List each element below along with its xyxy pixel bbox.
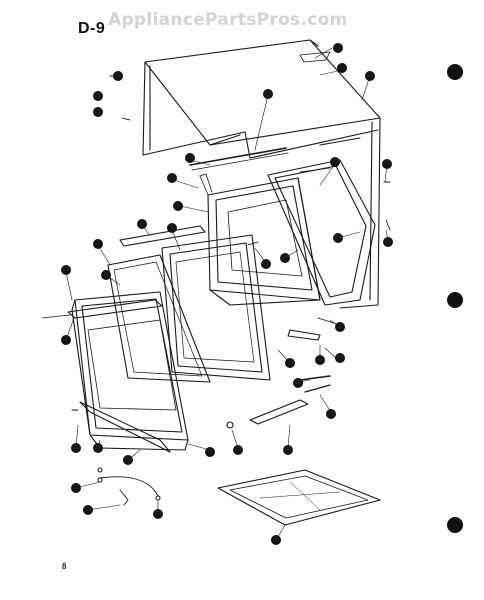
- callout-number: 3: [74, 485, 78, 491]
- callout-number: 13: [169, 175, 176, 181]
- bottom-trim: [79, 401, 171, 453]
- leader-lines: [65, 47, 389, 541]
- callout: 31: [83, 505, 93, 515]
- callout-number: 5: [286, 447, 290, 453]
- callout: 13: [167, 173, 177, 183]
- callout-number: 24: [125, 457, 132, 463]
- callout-number: 18: [115, 73, 122, 79]
- callout: 21: [326, 409, 336, 419]
- callout-number: 5: [208, 449, 212, 455]
- callout-number: 20: [295, 380, 302, 386]
- callout: 17: [61, 265, 71, 275]
- callout-number: 30: [155, 511, 162, 517]
- hinge-assembly: [226, 317, 341, 429]
- callout-number: 23: [95, 445, 102, 451]
- callout: 19: [261, 259, 271, 269]
- callout: 28: [365, 71, 375, 81]
- callout: 18: [335, 353, 345, 363]
- callout: 4: [93, 239, 103, 249]
- wiring-harness: [97, 467, 161, 506]
- callout-number: 11: [317, 357, 324, 363]
- callout: 6: [173, 201, 183, 211]
- callout-number: 2: [140, 221, 144, 227]
- callout: 36: [333, 233, 343, 243]
- binder-hole-top: [447, 64, 463, 80]
- callout-number: 28: [367, 73, 374, 79]
- page-label: D-9: [78, 20, 106, 37]
- door-handle: [41, 299, 163, 319]
- callout: 16: [383, 237, 393, 247]
- callout: 25: [271, 535, 281, 545]
- callout: 20: [293, 378, 303, 388]
- callout: 9: [101, 270, 111, 280]
- callout: 23: [93, 443, 103, 453]
- binder-holes: [447, 64, 463, 533]
- callout: 3: [71, 483, 81, 493]
- callout: 10: [185, 153, 195, 163]
- callout-number: 21: [95, 93, 102, 99]
- callout-number: 12: [337, 324, 344, 330]
- callout: 15: [280, 253, 290, 263]
- callout-number: 26: [235, 447, 242, 453]
- oven-liner: [199, 173, 321, 306]
- inner-door-frame: [161, 234, 271, 381]
- callout-number: 6: [176, 203, 180, 209]
- callout: 12: [335, 322, 345, 332]
- callout: 8: [330, 157, 340, 167]
- callout: 11: [315, 355, 325, 365]
- callout: 22: [71, 443, 81, 453]
- drip-tray: [217, 469, 381, 526]
- callout-number: 4: [96, 241, 100, 247]
- callout: 29: [382, 159, 392, 169]
- callout: 12: [263, 89, 273, 99]
- callout-number: 22: [73, 445, 80, 451]
- binder-hole-middle: [447, 292, 463, 308]
- top-rod: [189, 147, 289, 171]
- outer-door: [71, 291, 189, 451]
- callout-number: 9: [104, 272, 108, 278]
- callout: 26: [233, 445, 243, 455]
- callout-number: 16: [385, 239, 392, 245]
- callout: 27: [333, 43, 343, 53]
- callout: 13: [337, 63, 347, 73]
- callout-number: 18: [337, 355, 344, 361]
- callout: 2: [137, 219, 147, 229]
- footer-mark: 8: [62, 562, 67, 571]
- callout-number: 22: [95, 109, 102, 115]
- callout-number: 10: [187, 155, 194, 161]
- watermark: AppliancePartsPros.com: [108, 10, 348, 30]
- binder-hole-bottom: [447, 517, 463, 533]
- callout-number: 31: [85, 507, 92, 513]
- callout-number: 19: [263, 261, 270, 267]
- callout: 7: [61, 335, 71, 345]
- callout-markers: 27 18 13 28 22 12 10 8 13 6 29 1 2 4 15 …: [61, 43, 393, 545]
- callout-number: 7: [64, 337, 68, 343]
- callout-number: 8: [333, 159, 337, 165]
- callout: 21: [93, 91, 103, 101]
- callout-number: 27: [335, 45, 342, 51]
- callout: 22: [93, 107, 103, 117]
- callout-number: 29: [384, 161, 391, 167]
- callout: 1: [167, 223, 177, 233]
- callout-number: 25: [273, 537, 280, 543]
- callout-number: 13: [339, 65, 346, 71]
- callout-number: 21: [328, 411, 335, 417]
- callout: 30: [153, 509, 163, 519]
- callout-number: 17: [63, 267, 70, 273]
- callout-number: 1: [170, 225, 174, 231]
- callout-number: 19: [287, 360, 294, 366]
- rear-panel: [267, 159, 376, 306]
- outer-cabinet: [142, 39, 381, 309]
- callout: 19: [285, 358, 295, 368]
- callout: 5: [283, 445, 293, 455]
- callout: 24: [123, 455, 133, 465]
- callout: 5: [205, 447, 215, 457]
- callout-number: 12: [265, 91, 272, 97]
- callout-number: 36: [335, 235, 342, 241]
- callout-number: 15: [282, 255, 289, 261]
- callout: 18: [113, 71, 123, 81]
